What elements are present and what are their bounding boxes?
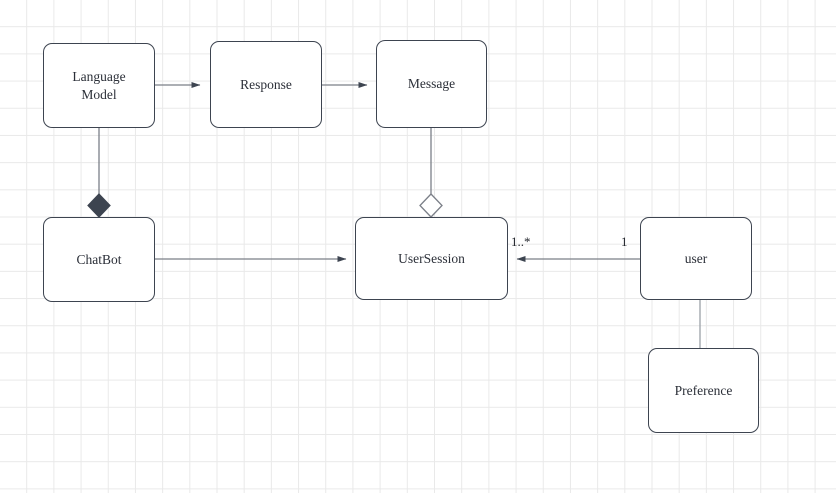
node-label-preference: Preference: [674, 382, 733, 398]
edge-language-model-to-chatbot: [87, 128, 111, 218]
hollow-diamond-marker: [419, 193, 443, 218]
multiplicity-label-user: 1: [621, 234, 628, 249]
node-response[interactable]: Response: [210, 41, 322, 128]
node-label-user: user: [684, 250, 708, 266]
edge-message-to-user-session: [419, 128, 443, 218]
node-language-model[interactable]: Language Model: [43, 43, 155, 128]
node-label-response: Response: [240, 76, 292, 92]
multiplicity-label-user-session: 1..*: [511, 234, 531, 249]
node-message[interactable]: Message: [376, 40, 487, 128]
node-user[interactable]: user: [640, 217, 752, 300]
node-preference[interactable]: Preference: [648, 348, 759, 433]
filled-diamond-marker: [87, 193, 111, 218]
node-label-chatbot: ChatBot: [76, 251, 122, 267]
node-label-message: Message: [407, 76, 456, 92]
node-label-language-model: Language Model: [72, 69, 126, 102]
node-label-user-session: UserSession: [398, 250, 465, 266]
node-chatbot[interactable]: ChatBot: [43, 217, 155, 302]
node-user-session[interactable]: UserSession: [355, 217, 508, 300]
